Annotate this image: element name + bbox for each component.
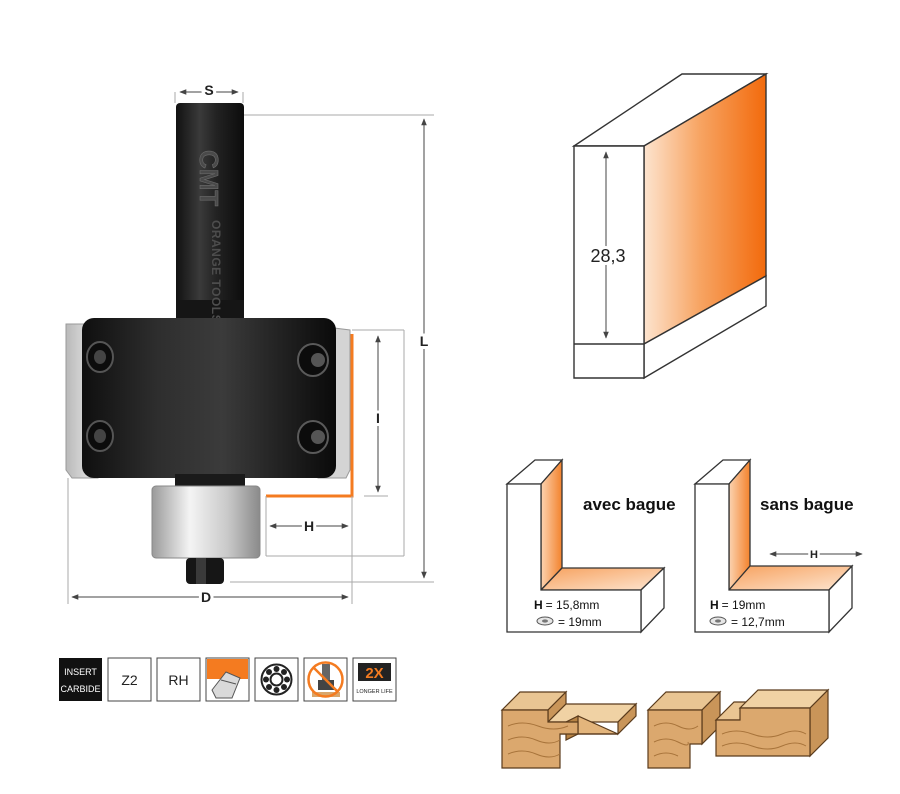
wood-joint-2 [646, 688, 830, 769]
dim-s-label: S [204, 82, 213, 98]
profile-2-h-value: = 19mm [722, 598, 766, 612]
insert-carbide-badge: INSERT CARBIDE [59, 658, 102, 701]
bit-shank [176, 103, 244, 318]
wood-joint-1 [500, 690, 638, 769]
insert-screw-right-bottom [297, 420, 329, 454]
insert-screw-right-top [297, 343, 329, 377]
dim-i-label: I [376, 410, 380, 426]
profile-1-h-label: H= 15,8mm [534, 598, 599, 612]
profile-2-title: sans bague [760, 495, 854, 514]
insert-screw-left-top [86, 341, 114, 373]
ball-bearing-icon [254, 657, 299, 702]
longer-life-badge: 2X LONGER LIFE [352, 657, 397, 702]
profile-avec-bague [505, 458, 666, 634]
cut-depth-block [571, 72, 769, 380]
insert-screw-left-bottom [86, 420, 114, 452]
dim-h-label: H [304, 518, 314, 534]
profile-2-h-label: H= 19mm [710, 598, 765, 612]
svg-text:LONGER LIFE: LONGER LIFE [356, 689, 393, 695]
block-height-label: 28,3 [590, 246, 625, 266]
dim-l-label: L [420, 333, 429, 349]
svg-text:INSERT: INSERT [64, 667, 97, 677]
profile-1-h-value: = 15,8mm [546, 598, 600, 612]
profile-2-dim-label: H [810, 549, 818, 561]
svg-text:Z2: Z2 [121, 672, 138, 688]
profile-1-title: avec bague [583, 495, 676, 514]
teeth-z2-badge: Z2 [107, 657, 152, 702]
profile-1-bearing-value: = 19mm [558, 615, 602, 629]
svg-text:ORANGE TOOLS: ORANGE TOOLS [209, 220, 223, 323]
router-bit-drawing: CMT ORANGE TOOLS [65, 79, 434, 608]
guide-bearing [151, 485, 261, 559]
insert-detail-icon [205, 657, 250, 702]
dim-d-label: D [201, 589, 211, 605]
cutter-body [82, 318, 336, 478]
profile-2-bearing-value: = 12,7mm [731, 615, 785, 629]
no-plunge-icon [303, 657, 348, 702]
svg-text:CARBIDE: CARBIDE [60, 684, 100, 694]
svg-text:RH: RH [168, 672, 188, 688]
svg-text:CMT: CMT [194, 150, 224, 206]
bearing-small-icon [709, 616, 727, 626]
cmt-logo: CMT [194, 150, 225, 207]
profile-sans-bague [693, 458, 854, 634]
bearing-small-icon [536, 616, 554, 626]
brand-text: ORANGE TOOLS [209, 220, 223, 323]
svg-text:2X: 2X [365, 665, 383, 682]
rotation-rh-badge: RH [156, 657, 201, 702]
